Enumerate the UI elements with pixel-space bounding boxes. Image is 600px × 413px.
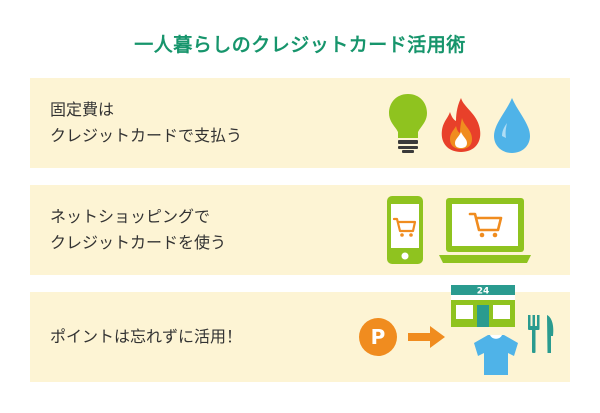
card-line: ポイントは忘れずに活用！	[50, 327, 243, 346]
light-bulb-icon	[389, 94, 427, 153]
fire-icon	[441, 98, 481, 152]
convenience-store-icon: 24	[451, 285, 515, 327]
point-icon: P	[359, 318, 397, 356]
card-line: ネットショッピングで	[50, 207, 211, 226]
smartphone-cart-icon	[387, 196, 423, 264]
card-line: 固定費は	[50, 100, 115, 119]
clothing-icon	[474, 335, 518, 375]
card-online-shopping: ネットショッピングで クレジットカードを使う	[30, 185, 570, 275]
store-sign-text: 24	[477, 287, 490, 297]
fork-knife-icon	[528, 315, 554, 353]
card-line: クレジットカードを使う	[50, 233, 227, 252]
card-text: ネットショッピングで クレジットカードを使う	[50, 204, 226, 256]
card-text: 固定費は クレジットカードで支払う	[50, 97, 242, 149]
card-fixed-costs: 固定費は クレジットカードで支払う	[30, 78, 570, 168]
card-line: クレジットカードで支払う	[50, 126, 243, 145]
laptop-cart-icon	[439, 198, 531, 263]
point-letter: P	[371, 325, 386, 349]
card-use-points: ポイントは忘れずに活用！ P 24	[30, 285, 570, 382]
card-text: ポイントは忘れずに活用！	[50, 324, 242, 350]
water-drop-icon	[494, 98, 530, 153]
page-title: 一人暮らしのクレジットカード活用術	[134, 34, 466, 56]
arrow-right-icon	[408, 326, 445, 348]
